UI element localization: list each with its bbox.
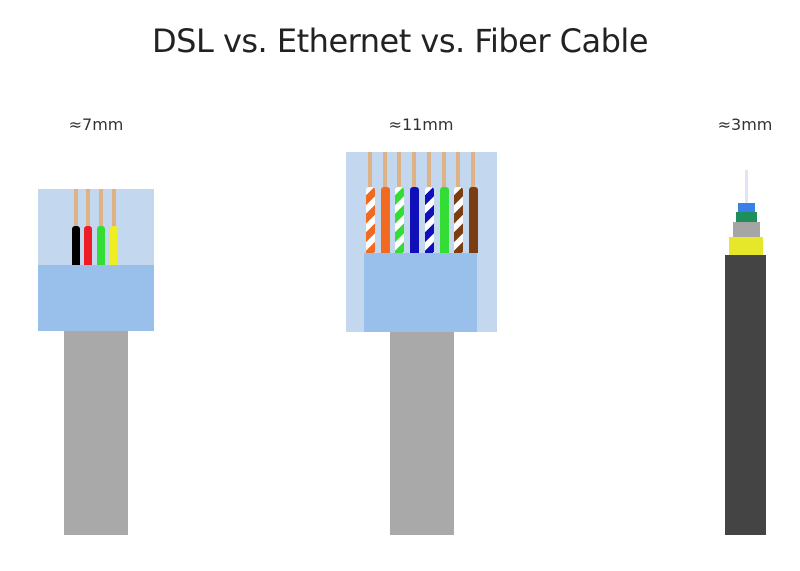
copper-conductor xyxy=(471,152,475,188)
ethernet-wire-striped xyxy=(366,187,375,253)
copper-conductor xyxy=(427,152,431,188)
dsl-wire xyxy=(97,226,105,265)
dsl-connector-body xyxy=(38,265,154,331)
ethernet-wire-solid xyxy=(381,187,390,253)
dsl-wire xyxy=(84,226,92,265)
fiber-strength-member xyxy=(733,222,760,237)
copper-conductor xyxy=(397,152,401,188)
copper-conductor xyxy=(412,152,416,188)
dsl-wire xyxy=(110,226,118,265)
fiber-outer-jacket xyxy=(725,255,766,535)
ethernet-wire-solid xyxy=(410,187,419,253)
copper-conductor xyxy=(99,189,103,227)
ethernet-wire-striped xyxy=(454,187,463,253)
ethernet-size-label: ≈11mm xyxy=(388,115,454,134)
ethernet-wire-solid xyxy=(469,187,478,253)
copper-conductor xyxy=(112,189,116,227)
fiber-buffer xyxy=(736,212,757,222)
ethernet-wire-striped xyxy=(425,187,434,253)
ethernet-wire-solid xyxy=(440,187,449,253)
fiber-coating xyxy=(738,203,755,213)
copper-conductor xyxy=(442,152,446,188)
dsl-wire xyxy=(72,226,80,265)
diagram-title: DSL vs. Ethernet vs. Fiber Cable xyxy=(151,22,649,60)
fiber-core xyxy=(745,170,748,204)
dsl-jacket xyxy=(64,331,128,535)
copper-conductor xyxy=(368,152,372,188)
ethernet-connector-body xyxy=(364,253,477,332)
ethernet-jacket xyxy=(390,332,454,535)
fiber-size-label: ≈3mm xyxy=(717,115,773,134)
copper-conductor xyxy=(74,189,78,227)
copper-conductor xyxy=(86,189,90,227)
copper-conductor xyxy=(383,152,387,188)
fiber-inner-jacket xyxy=(729,237,763,255)
dsl-size-label: ≈7mm xyxy=(68,115,124,134)
copper-conductor xyxy=(456,152,460,188)
ethernet-wire-striped xyxy=(395,187,404,253)
